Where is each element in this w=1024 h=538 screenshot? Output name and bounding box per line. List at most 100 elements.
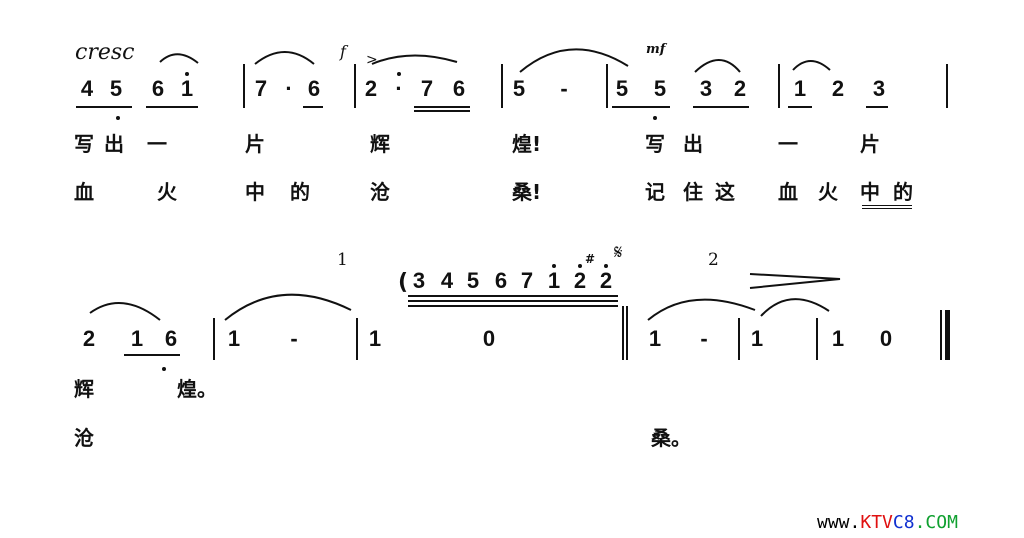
lyric-char: 辉 (74, 377, 94, 401)
note: 3 (872, 76, 886, 101)
note: 1 (227, 326, 241, 351)
note: 5 (512, 76, 526, 101)
barline (501, 64, 503, 108)
barline (816, 318, 818, 360)
beam-line (414, 106, 470, 108)
note: 2 (82, 326, 96, 351)
note: 3 (699, 76, 713, 101)
lyric-char: 煌! (512, 132, 542, 156)
watermark-www: www. (817, 512, 861, 533)
lyric-char: 沧 (74, 426, 94, 450)
dynamic-forte: f (340, 42, 346, 61)
note: 4 (440, 268, 454, 293)
note: - (290, 326, 298, 351)
beam-line (303, 106, 323, 108)
volta-2-label: 2 (708, 250, 719, 270)
volta-1-label: 1 (337, 250, 348, 270)
lyric-char: 写 (645, 132, 665, 156)
lyric-char: 一 (147, 132, 167, 156)
lyric-char: 火 (157, 180, 177, 204)
paren-open: ( (398, 270, 409, 295)
note: 6 (307, 76, 321, 101)
note: 0 (482, 326, 496, 351)
note: 1 (130, 326, 144, 351)
dynamic-mezzo-forte: mf (646, 42, 666, 57)
lyric-char: 沧 (370, 180, 390, 204)
note: 2 (571, 264, 589, 292)
lyric-char: 的 (290, 180, 310, 204)
beam-line (408, 300, 618, 302)
note: · (390, 72, 408, 100)
lyric-char: 火 (818, 180, 838, 204)
lyric-char: 出 (104, 132, 124, 156)
lyric-char: 中 (245, 180, 265, 204)
final-barline (940, 310, 942, 360)
beam-line (124, 354, 180, 356)
note: - (700, 326, 708, 351)
lyric-underline (862, 205, 912, 206)
note: 1 (368, 326, 382, 351)
note: 7 (254, 76, 268, 101)
repeat-barline (626, 306, 628, 360)
lyric-char: 住 (683, 180, 703, 204)
lyric-char: 血 (74, 180, 94, 204)
repeat-barline (622, 306, 624, 360)
lyric-char: 辉 (370, 132, 390, 156)
note: 6 (494, 268, 508, 293)
barline (778, 64, 780, 108)
lyric-char: 煌。 (177, 377, 217, 401)
note: 7 (520, 268, 534, 293)
lyric-char: 桑! (512, 180, 542, 204)
lyric-char: 写 (74, 132, 94, 156)
lyric-char: 出 (683, 132, 703, 156)
barline (213, 318, 215, 360)
note: 7 (420, 76, 434, 101)
lyric-char: 桑。 (651, 426, 691, 450)
barline (356, 318, 358, 360)
note: 3 (412, 268, 426, 293)
note: 2 (364, 76, 378, 101)
note: 5 (653, 76, 667, 101)
watermark: www.KTVC8.COM (817, 512, 958, 533)
note: 6 (452, 76, 466, 101)
note: · (285, 76, 293, 101)
lyric-char: 血 (778, 180, 798, 204)
note: 1 (178, 72, 196, 100)
accent-mark: > (366, 52, 378, 68)
sharp-sign: # (585, 252, 596, 266)
watermark-com: .COM (914, 512, 958, 533)
note: 5 (615, 76, 629, 101)
lyric-char: 一 (778, 132, 798, 156)
note: - (560, 76, 568, 101)
beam-line (146, 106, 198, 108)
segno-icon: 𝄋 (614, 240, 623, 264)
beam-line (866, 106, 888, 108)
beam-line (414, 110, 470, 112)
lyric-char: 这 (715, 180, 735, 204)
final-barline (945, 310, 950, 360)
barline (606, 64, 608, 108)
lyric-underline (862, 208, 912, 209)
beam-line (612, 106, 670, 108)
lyric-char: 片 (860, 132, 880, 156)
lyric-char: 记 (645, 180, 665, 204)
note: 2 (597, 264, 615, 292)
beam-line (76, 106, 132, 108)
note: 1 (831, 326, 845, 351)
note: 2 (733, 76, 747, 101)
beam-line (408, 295, 618, 297)
barline (946, 64, 948, 108)
barline (243, 64, 245, 108)
watermark-c8: C8 (892, 512, 915, 533)
lyric-char: 片 (245, 132, 265, 156)
beam-line (408, 305, 618, 307)
note: 1 (648, 326, 662, 351)
note: 6 (164, 326, 178, 351)
beam-line (788, 106, 812, 108)
note: 5 (466, 268, 480, 293)
barline (354, 64, 356, 108)
note: 1 (545, 264, 563, 292)
barline (738, 318, 740, 360)
note: 6 (151, 76, 165, 101)
